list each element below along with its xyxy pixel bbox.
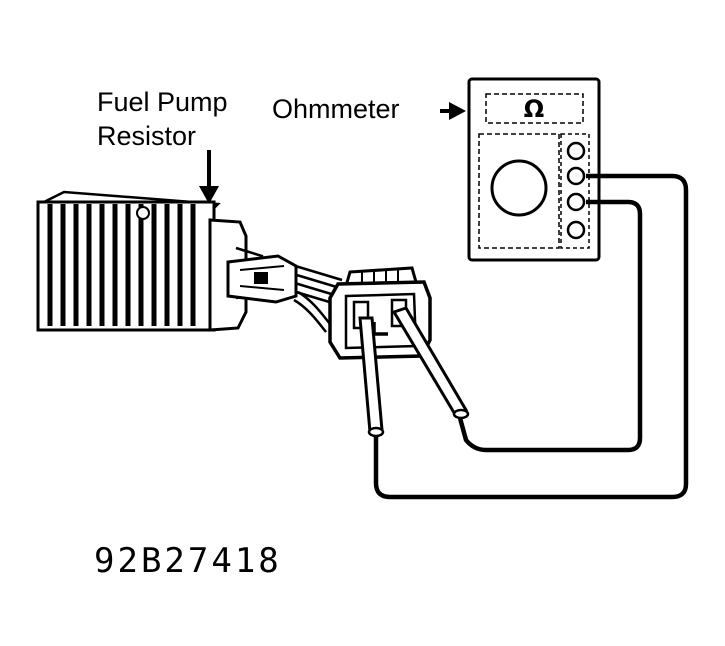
test-probe-left — [358, 316, 385, 438]
mounting-screw-icon — [136, 206, 150, 220]
ohmmeter-display: Ω — [485, 93, 584, 124]
harness-connector — [328, 266, 432, 360]
ohmmeter-pointer-arrow — [440, 102, 466, 120]
ohmmeter-device: Ω — [467, 77, 601, 262]
jack-icon — [566, 141, 586, 161]
resistor-pointer-arrow — [199, 150, 219, 204]
figure-id: 92B27418 — [94, 541, 282, 581]
jack-icon — [566, 192, 586, 212]
selector-dial-icon — [490, 159, 548, 217]
test-leads — [373, 173, 689, 500]
resistor-label-line2: Resistor — [97, 121, 196, 151]
jack-icon — [566, 166, 586, 186]
ohm-symbol-icon: Ω — [524, 95, 544, 123]
jack-icon — [566, 220, 586, 240]
fuel-pump-resistor — [36, 190, 298, 332]
test-lead-outer-wire — [373, 173, 689, 500]
test-probe-right — [391, 306, 470, 420]
test-lead-inner-wire — [457, 199, 643, 453]
heat-sink-fins — [47, 204, 196, 326]
resistor-label-line1: Fuel Pump — [97, 87, 228, 117]
ohmmeter-label: Ohmmeter — [272, 94, 400, 124]
resistor-pigtail-connector — [226, 254, 298, 304]
